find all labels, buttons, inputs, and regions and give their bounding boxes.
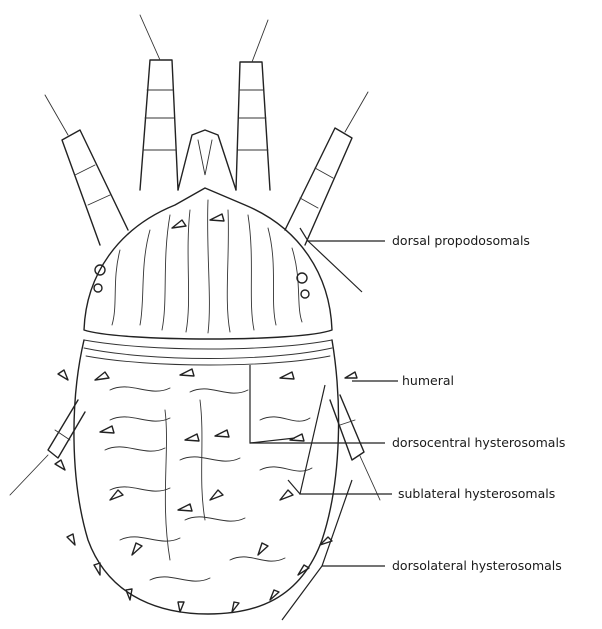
label-dorsolateral-hysterosomals: dorsolateral hysterosomals (392, 558, 562, 573)
label-dorsocentral-hysterosomals: dorsocentral hysterosomals (392, 435, 565, 450)
front-legs (45, 15, 368, 245)
label-sublateral-hysterosomals: sublateral hysterosomals (398, 486, 555, 501)
label-dorsal-propodosomals: dorsal propodosomals (392, 233, 530, 248)
sejugal-band (84, 340, 332, 365)
hysterosoma (55, 214, 357, 614)
rear-legs (10, 395, 380, 500)
label-humeral: humeral (402, 373, 454, 388)
